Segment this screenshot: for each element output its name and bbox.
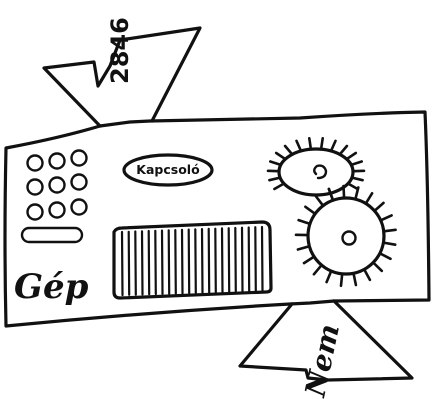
keypad-button[interactable] [26, 154, 44, 172]
gear-tooth [354, 186, 360, 201]
small-gear-body [277, 147, 355, 197]
gear-tooth [345, 151, 358, 161]
gear-tooth [327, 187, 335, 202]
barcode-bar [247, 226, 251, 293]
gear-tooth [382, 241, 397, 246]
gear-tooth [338, 144, 349, 156]
barcode-bar [240, 226, 244, 293]
gear-tooth [325, 269, 333, 284]
large-gear-teeth [294, 184, 397, 288]
barcode-bar [187, 228, 191, 295]
top-number: 2846 [106, 17, 134, 84]
barcode-bar [227, 227, 231, 294]
gear-tooth [379, 214, 393, 222]
bottom-word: Nem [298, 321, 346, 399]
barcode-bar [134, 230, 137, 296]
barcode-bar [200, 228, 204, 294]
machine-label: Gép [14, 267, 89, 307]
keypad-button[interactable] [26, 178, 44, 196]
gear-tooth [378, 252, 392, 261]
barcode-bar [194, 228, 197, 294]
gear-tooth [296, 245, 311, 251]
gear-tooth [350, 176, 364, 182]
bottom-stand-outline [238, 299, 414, 382]
barcode-bar [254, 226, 257, 293]
large-gear-hub [341, 230, 357, 246]
keypad-button[interactable] [70, 149, 88, 167]
keypad [26, 149, 88, 221]
keypad-button[interactable] [70, 198, 88, 216]
barcode-bar [214, 227, 217, 294]
gear-tooth [312, 263, 323, 276]
gear-tooth [364, 192, 374, 205]
barcode-bar [260, 225, 264, 293]
gear-tooth [329, 139, 337, 153]
gear-tooth [283, 144, 294, 156]
large-gear [294, 184, 397, 288]
gear-tooth [268, 160, 283, 167]
gear-tooth [297, 218, 312, 226]
keypad-button[interactable] [26, 203, 44, 221]
barcode-bars [120, 225, 264, 297]
gear-tooth [342, 184, 346, 200]
keypad-button[interactable] [70, 173, 88, 191]
keypad-button[interactable] [48, 152, 66, 170]
barcode-grille [112, 220, 273, 300]
small-gear-teeth [266, 137, 366, 191]
barcode-bar [207, 227, 211, 294]
gear-tooth [307, 137, 313, 151]
gear-tooth [314, 194, 325, 207]
barcode-bar [154, 229, 157, 296]
barcode-bar [127, 230, 131, 296]
barcode-bar [220, 227, 224, 294]
switch[interactable]: Kapcsoló [122, 153, 214, 187]
switch-oval[interactable] [122, 153, 214, 187]
gear-tooth [302, 255, 316, 265]
gear-tooth [274, 151, 287, 161]
gear-tooth [319, 137, 325, 151]
barcode-bar [140, 230, 144, 296]
keypad-button[interactable] [48, 201, 66, 219]
gear-tooth [373, 201, 385, 213]
barcode-bar [167, 229, 171, 295]
barcode-frame [112, 220, 273, 300]
gear-tooth [304, 205, 317, 216]
top-sign-outline [42, 26, 202, 128]
switch-label: Kapcsoló [136, 162, 200, 177]
gear-tooth [371, 261, 384, 273]
gear-tooth [273, 182, 286, 191]
gear-tooth [346, 182, 359, 191]
machine-body-outline [3, 110, 431, 328]
small-gear-spiral [313, 164, 328, 180]
barcode-bar [180, 228, 184, 295]
barcode-bar [160, 229, 164, 295]
gear-tooth [362, 268, 372, 282]
gear-tooth [295, 139, 303, 153]
barcode-bar [147, 229, 151, 296]
gear-tooth [268, 176, 282, 182]
keypad-button[interactable] [48, 176, 66, 194]
small-gear [266, 137, 366, 197]
gear-tooth [339, 272, 344, 288]
barcode-bar [120, 230, 124, 297]
barcode-bar [234, 226, 237, 293]
gear-tooth [352, 271, 358, 287]
gear-tooth [349, 160, 364, 167]
display-slot [20, 226, 84, 244]
barcode-bar [174, 229, 177, 295]
gear-tooth [382, 228, 397, 233]
